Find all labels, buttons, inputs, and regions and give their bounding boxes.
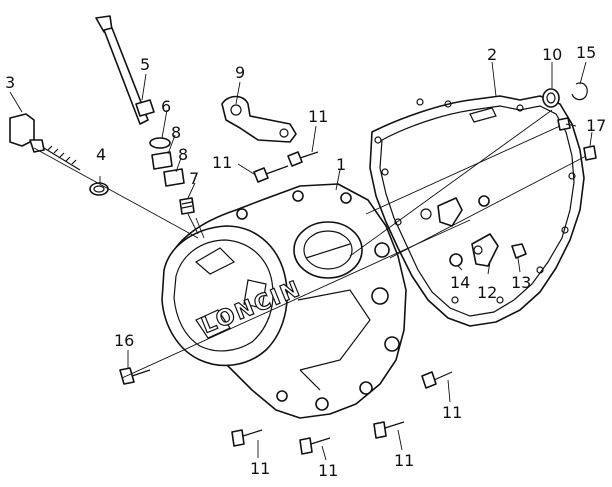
nut-13: [511, 243, 527, 259]
spring-part-7: [179, 197, 195, 215]
circlip: [571, 82, 588, 101]
callout-17: 17: [586, 116, 606, 135]
crankcase-cover: [161, 183, 407, 419]
cover-gasket: [369, 95, 585, 327]
callout-13: 13: [511, 273, 531, 292]
oil-seal: [542, 88, 560, 108]
bolt-16: [119, 367, 151, 385]
callout-2: 2: [487, 45, 497, 64]
spacer-part-8b: [163, 168, 185, 187]
callout-12: 12: [477, 283, 497, 302]
washer-14: [449, 253, 463, 267]
callout-10: 10: [542, 45, 562, 64]
callout-7: 7: [189, 169, 199, 188]
callout-11-a: 11: [308, 107, 328, 126]
callout-11-d: 11: [250, 459, 270, 478]
bolt-11-upper-left: [253, 165, 289, 183]
callout-labels: 3 4 5 6 8 8 7 9 11 11 1 2 10 15 17 14 12…: [5, 43, 606, 480]
bolt-11-bottom-c: [373, 421, 405, 439]
bolt-11-bottom-b: [299, 437, 331, 455]
callout-15: 15: [576, 43, 596, 62]
washer-part-6: [149, 137, 171, 149]
callout-4: 4: [96, 145, 106, 164]
bracket: [221, 95, 297, 143]
pipe-fitting-12: [471, 233, 499, 267]
callout-11-b: 11: [212, 153, 232, 172]
bolt-11-bottom-a: [231, 429, 263, 447]
dowel-pin-b: [583, 145, 597, 161]
pipe-fitting-upper: [420, 195, 490, 227]
bolt-11-upper-mid: [287, 151, 319, 167]
callout-3: 3: [5, 73, 15, 92]
callout-14: 14: [450, 273, 470, 292]
long-rod: [95, 15, 155, 125]
callout-11-c: 11: [442, 403, 462, 422]
callout-9: 9: [235, 63, 245, 82]
callout-11-f: 11: [394, 451, 414, 470]
callout-11-e: 11: [318, 461, 338, 480]
callout-8-upper: 8: [171, 123, 181, 142]
oil-dipstick-cap: [9, 113, 81, 171]
callout-8-lower: 8: [178, 145, 188, 164]
leader-lines: [9, 61, 593, 461]
bolt-11-right: [421, 371, 453, 389]
callout-16: 16: [114, 331, 134, 350]
callout-1: 1: [336, 155, 346, 174]
callout-5: 5: [140, 55, 150, 74]
o-ring: [89, 182, 109, 196]
callout-6: 6: [161, 97, 171, 116]
spacer-part-8a: [151, 151, 173, 170]
